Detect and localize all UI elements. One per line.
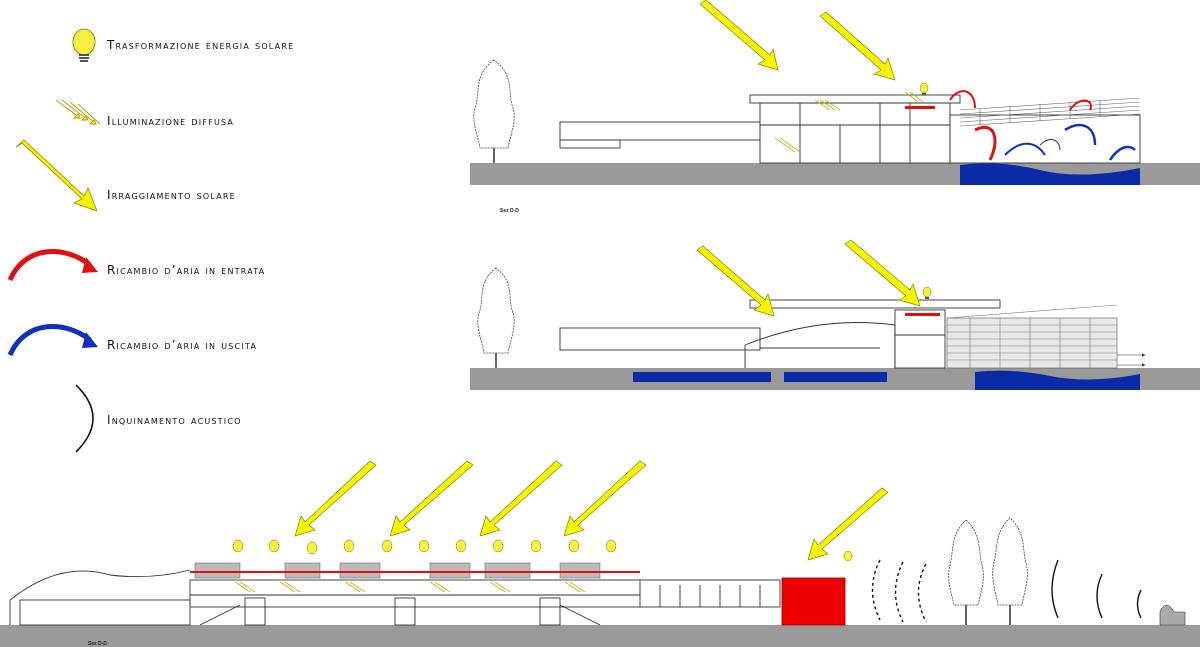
sun-ray-arrow-icon [294, 460, 377, 537]
sound-waves [871, 559, 1142, 623]
ground-strip [0, 625, 1200, 647]
sun-ray-arrow-icon [479, 460, 563, 537]
sun-ray-arrow-icon [699, 0, 779, 71]
sun-ray-arrow-icon [15, 139, 98, 212]
water-body [960, 163, 1140, 185]
lightbulb-icon [605, 539, 617, 553]
building-outline [559, 299, 1001, 369]
legend-label-solar: Trasformazione energia solare [107, 38, 295, 52]
legend-label-air-in: Ricambio d’aria in entrata [107, 263, 266, 277]
section-top [470, 0, 1200, 185]
heated-roof-strip [905, 106, 935, 109]
lightbulb-icon [381, 539, 393, 553]
sound-arc-icon [1096, 573, 1103, 619]
sun-ray-arrow-icon [696, 245, 775, 317]
lightbulb-icon [343, 539, 355, 553]
louvre-facade [959, 97, 1141, 127]
pool [784, 372, 887, 382]
legend-label-air-out: Ricambio d’aria in uscita [107, 338, 258, 352]
louvre-facade [946, 304, 1118, 369]
pool [633, 372, 771, 382]
lightbulb-icon [530, 539, 542, 553]
lightbulb-icon [232, 539, 244, 553]
building-outline [9, 569, 781, 626]
sound-arc-icon [1136, 589, 1142, 619]
tree [992, 517, 1028, 625]
section-tag-bottom-label: Sez D-D [88, 641, 107, 647]
sun-ray-arrow-icon [819, 11, 896, 81]
blue-airflow-arrow-icon [7, 324, 98, 357]
section-bottom [0, 460, 1200, 647]
legend [7, 28, 101, 453]
sun-ray-arrow-icon [807, 487, 889, 561]
sound-arc-icon [75, 384, 94, 453]
heated-roof-strip [905, 313, 940, 316]
lightbulb-icon [568, 539, 580, 553]
lightbulb-row [232, 539, 853, 562]
sound-arc-icon [1051, 559, 1059, 619]
section-middle [470, 239, 1200, 390]
diffuse-light-arrows-icon [55, 99, 101, 125]
lightbulb-icon [268, 539, 280, 553]
sun-ray-arrow-icon [389, 460, 474, 537]
diffuse-light-arrows-icon [234, 581, 586, 593]
lightbulb-icon [922, 286, 932, 299]
airflow-arrows [949, 90, 1136, 161]
tree [477, 267, 515, 368]
lightbulb-icon [919, 82, 929, 95]
red-airflow-arrow-icon [7, 249, 98, 282]
sun-ray-arrow-icon [563, 460, 647, 537]
car-silhouette [1159, 604, 1186, 626]
pv-modules [194, 562, 601, 579]
tree [473, 59, 515, 163]
legend-label-irradiation: Irraggiamento solare [107, 188, 236, 202]
water-body [975, 370, 1140, 390]
lightbulb-icon [72, 28, 96, 62]
section-tag-top-label: Sez D-D [500, 208, 519, 214]
lightbulb-icon [492, 539, 504, 553]
legend-label-diffuse: Illuminazione diffusa [107, 114, 235, 128]
lightbulb-icon [843, 550, 853, 562]
red-block [781, 577, 846, 626]
sun-ray-arrow-icon [844, 239, 921, 307]
building-outline [559, 94, 1141, 164]
diffuse-light-arrows-icon [774, 91, 924, 153]
lightbulb-icon [306, 541, 318, 555]
tree [948, 519, 984, 625]
legend-label-noise: Inquinamento acustico [107, 413, 242, 427]
lightbulb-icon [455, 539, 467, 553]
lightbulb-icon [418, 539, 430, 553]
